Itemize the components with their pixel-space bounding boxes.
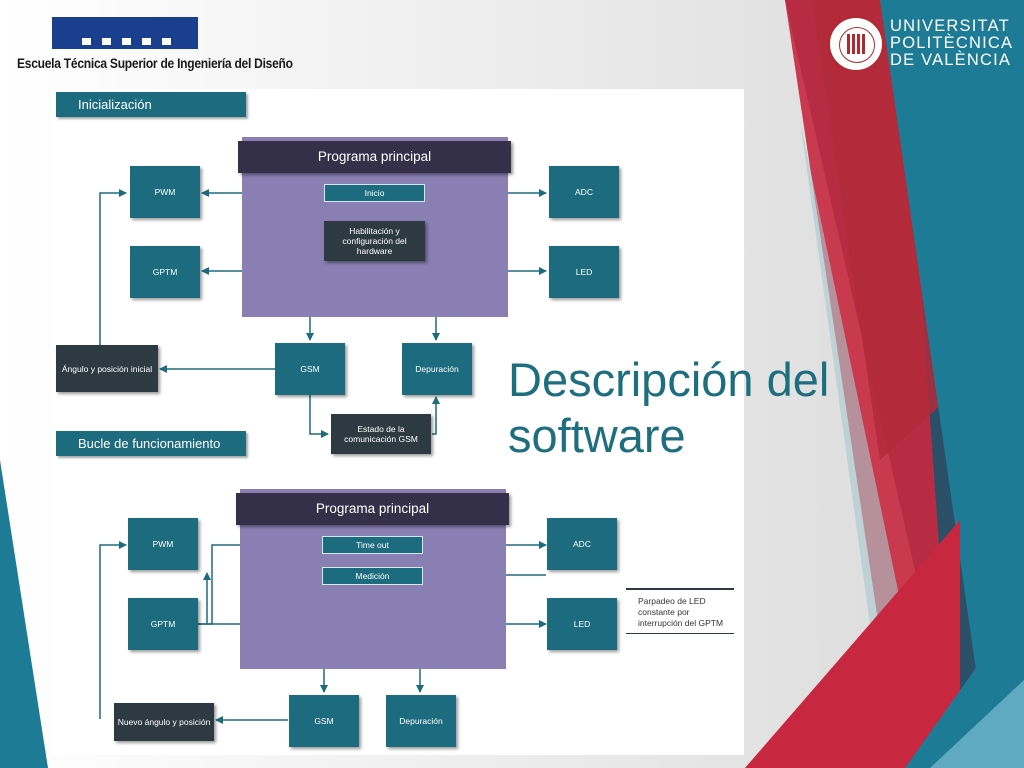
led-note: Parpadeo de LED constante por interrupci… (626, 588, 734, 634)
loop-led-box: LED (547, 598, 617, 650)
init-gptm-box: GPTM (130, 246, 200, 298)
init-angulo-box: Ángulo y posición inicial (56, 345, 158, 392)
init-estado-box: Estado de la comunicación GSM (331, 414, 431, 454)
left-teal-shape (0, 460, 48, 768)
loop-timeout-box: Time out (322, 536, 423, 554)
university-name: UNIVERSITAT POLITÈCNICA DE VALÈNCIA (890, 18, 1013, 69)
loop-gsm-box: GSM (289, 695, 359, 747)
init-depuracion-box: Depuración (402, 343, 472, 395)
init-habilitacion-box: Habilitación y configuración del hardwar… (324, 221, 425, 261)
etsid-logo (52, 17, 198, 49)
loop-medicion-box: Medición (322, 567, 423, 585)
section-bucle: Bucle de funcionamiento (56, 431, 246, 456)
init-adc-box: ADC (549, 166, 619, 218)
loop-pwm-box: PWM (128, 518, 198, 570)
loop-adc-box: ADC (547, 518, 617, 570)
upv-seal-logo (828, 16, 884, 72)
university-name-line-1: UNIVERSITAT (890, 17, 1010, 35)
init-inicio-box: Inicio (324, 184, 425, 202)
section-inicializacion: Inicialización (56, 92, 246, 117)
init-gsm-box: GSM (275, 343, 345, 395)
university-name-line-2: POLITÈCNICA (890, 34, 1014, 52)
init-program-header: Programa principal (238, 141, 511, 173)
loop-depuracion-box: Depuración (386, 695, 456, 747)
init-led-box: LED (549, 246, 619, 298)
loop-program-header: Programa principal (236, 493, 509, 525)
loop-gptm-box: GPTM (128, 598, 198, 650)
school-name: Escuela Técnica Superior de Ingeniería d… (17, 55, 293, 71)
init-pwm-box: PWM (130, 166, 200, 218)
slide-title: Descripción del software (508, 352, 829, 464)
slide-title-line-2: software (508, 409, 686, 462)
university-name-line-3: DE VALÈNCIA (890, 51, 1012, 69)
software-diagram: Inicialización Programa principal Inicio… (52, 89, 744, 755)
loop-nuevo-angulo-box: Nuevo ángulo y posición (114, 703, 214, 741)
slide-title-line-1: Descripción del (508, 353, 830, 406)
